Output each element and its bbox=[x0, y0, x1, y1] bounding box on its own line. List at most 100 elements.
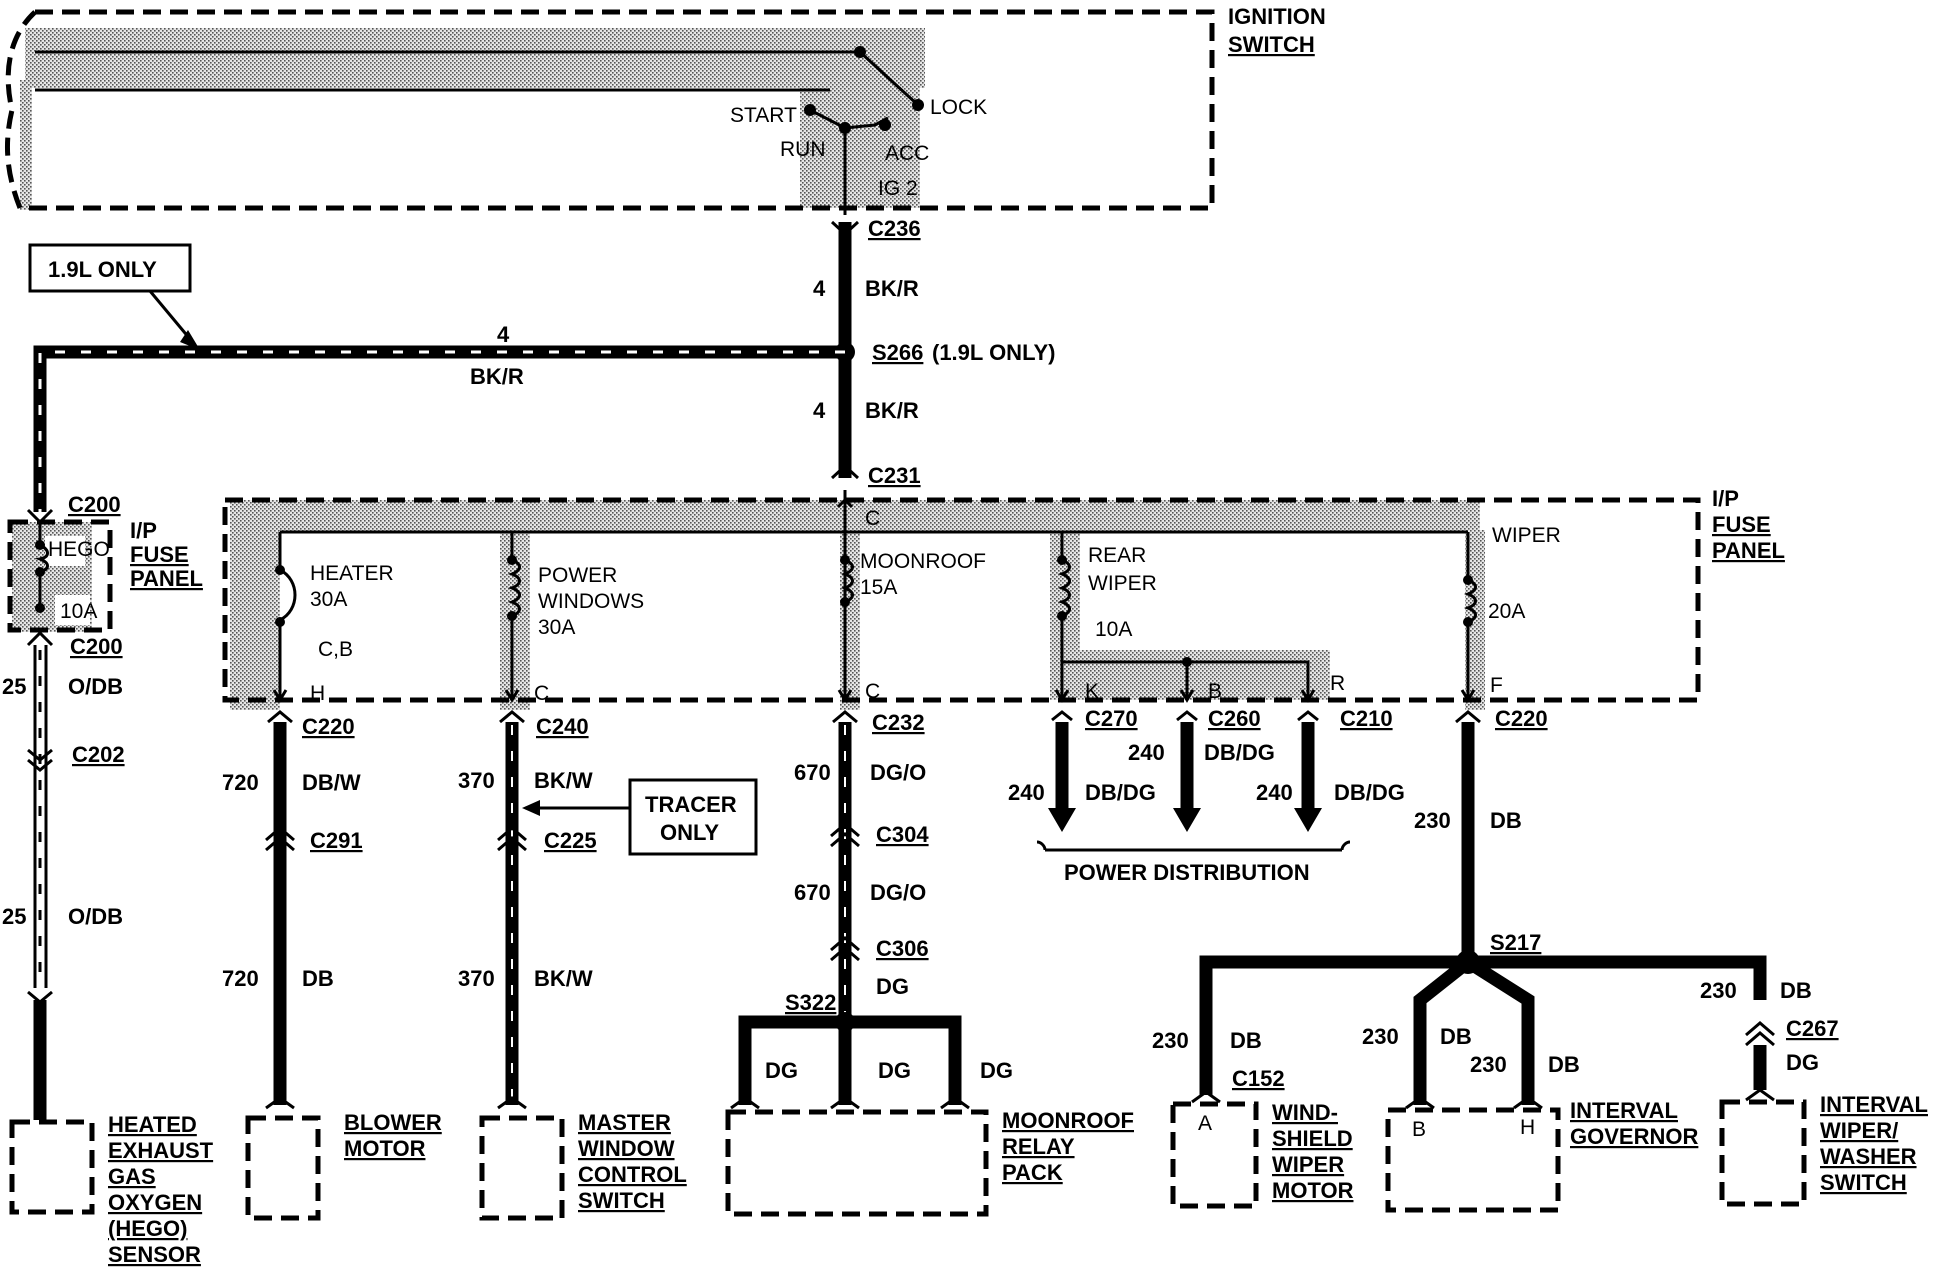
connector-c232: C232 bbox=[872, 710, 925, 735]
wire-color-label: DB/DG bbox=[1085, 780, 1156, 805]
fuse-wiper-rating: 20A bbox=[1488, 600, 1525, 623]
connector-c220: C220 bbox=[302, 714, 355, 739]
wire-circuit-label: 670 bbox=[794, 880, 831, 905]
left-fuse-panel-title: I/P bbox=[130, 518, 157, 543]
main-fuse-panel-title: I/P bbox=[1712, 486, 1739, 511]
left-fuse-panel-title-2: FUSE bbox=[130, 542, 189, 567]
splice-s217-label: S217 bbox=[1490, 930, 1541, 955]
component-hego-sensor: HEATED EXHAUST GAS OXYGEN (HEGO) SENSOR bbox=[9, 1112, 214, 1267]
connector-c236: C236 bbox=[868, 216, 921, 241]
fuse-power-windows-label: POWER bbox=[538, 564, 617, 587]
fuse-moonroof-pin: C bbox=[865, 680, 880, 703]
connector-c260: C260 bbox=[1208, 706, 1261, 731]
ignition-switch-title-2: SWITCH bbox=[1228, 32, 1315, 57]
interval-wiper-washer-switch-label-4: SWITCH bbox=[1820, 1170, 1907, 1195]
hego-sensor-label: HEATED bbox=[108, 1112, 197, 1137]
wire-circuit-label: 240 bbox=[1256, 780, 1293, 805]
ignition-acc-label: ACC bbox=[885, 142, 929, 165]
fuse-heater-rating: 30A bbox=[310, 588, 347, 611]
component-interval-governor: B H INTERVAL GOVERNOR bbox=[1385, 1098, 1698, 1213]
hego-circuit: C200 25 O/DB C202 25 O/DB bbox=[2, 630, 125, 1120]
moonroof-relay-pack-label: MOONROOF bbox=[1002, 1108, 1134, 1133]
ignition-ig2-label: IG 2 bbox=[878, 177, 918, 200]
fuse-power-windows-rating: 30A bbox=[538, 616, 575, 639]
blower-motor-label-2: MOTOR bbox=[344, 1136, 426, 1161]
ignition-switch-title: IGNITION bbox=[1228, 4, 1326, 29]
wire-color-label: BK/W bbox=[534, 966, 593, 991]
ignition-run-label: RUN bbox=[780, 138, 826, 161]
wire-circuit-label: 230 bbox=[1152, 1028, 1189, 1053]
ignition-lock-label: LOCK bbox=[930, 96, 987, 119]
connector-c220-b: C220 bbox=[1495, 706, 1548, 731]
fuse-rear-wiper-label-2: WIPER bbox=[1088, 572, 1157, 595]
left-fuse-panel-title-3: PANEL bbox=[130, 566, 203, 591]
wire-circuit-label: 720 bbox=[222, 966, 259, 991]
moonroof-relay-pack-label-2: RELAY bbox=[1002, 1134, 1075, 1159]
interval-governor-pin-b: B bbox=[1412, 1118, 1426, 1141]
connector-c210: C210 bbox=[1340, 706, 1393, 731]
fuse-wiper-label: WIPER bbox=[1492, 524, 1561, 547]
wire-circuit-label: 240 bbox=[1128, 740, 1165, 765]
wire-color-label: DB bbox=[1548, 1052, 1580, 1077]
splice-s322-label: S322 bbox=[785, 990, 836, 1015]
main-fuse-panel: I/P FUSE PANEL C HEATER 30A C,B H POWER … bbox=[222, 486, 1785, 710]
wire-circuit-label: 720 bbox=[222, 770, 259, 795]
wire-color-label: DG bbox=[765, 1058, 798, 1083]
wire-circuit-label: 230 bbox=[1414, 808, 1451, 833]
hego-sensor-label-6: SENSOR bbox=[108, 1242, 201, 1267]
master-window-switch-label: MASTER bbox=[578, 1110, 671, 1135]
main-fuse-panel-title-3: PANEL bbox=[1712, 538, 1785, 563]
fuse-rear-wiper-rating: 10A bbox=[1095, 618, 1132, 641]
hego-fuse-rating: 10A bbox=[60, 600, 97, 623]
windshield-wiper-motor-pin: A bbox=[1198, 1112, 1212, 1135]
connector-c231: C231 bbox=[868, 463, 921, 488]
wire-color-label: DB bbox=[1230, 1028, 1262, 1053]
connector-c200-bottom: C200 bbox=[70, 634, 123, 659]
wire-circuit-label: 240 bbox=[1008, 780, 1045, 805]
tracer-only-callout-2: ONLY bbox=[660, 820, 719, 845]
fuse-wiper-pin: F bbox=[1490, 674, 1503, 697]
ignition-switch: IGNITION SWITCH START LOCK RUN ACC IG 2 bbox=[5, 4, 1326, 215]
hego-sensor-label-4: OXYGEN bbox=[108, 1190, 202, 1215]
ignition-start-label: START bbox=[730, 104, 797, 127]
connector-c152: C152 bbox=[1232, 1066, 1285, 1091]
fuse-heater-pin: H bbox=[310, 682, 325, 705]
power-distribution-label: POWER DISTRIBUTION bbox=[1064, 860, 1310, 885]
only-19l-callout: 1.9L ONLY bbox=[48, 257, 157, 282]
fuse-power-windows-pin: C bbox=[534, 682, 549, 705]
wire-circuit-label: 230 bbox=[1470, 1052, 1507, 1077]
component-windshield-wiper-motor: A WIND- SHIELD WIPER MOTOR bbox=[1170, 1100, 1354, 1209]
main-feed: C236 4 BK/R S266 (1.9L ONLY) 4 BK/R C231… bbox=[28, 216, 1055, 512]
master-window-switch-label-2: WINDOW bbox=[578, 1136, 675, 1161]
wire-color-label: DB/W bbox=[302, 770, 361, 795]
wire-color-label: DG/O bbox=[870, 880, 926, 905]
hego-sensor-label-5: (HEGO) bbox=[108, 1216, 187, 1241]
wire-color-label: BK/R bbox=[865, 398, 919, 423]
hego-sensor-label-3: GAS bbox=[108, 1164, 156, 1189]
interval-governor-label-2: GOVERNOR bbox=[1570, 1124, 1698, 1149]
blower-circuit: C220 720 DB/W C291 720 DB bbox=[222, 710, 363, 1110]
wire-color-label: DG/O bbox=[870, 760, 926, 785]
wire-color-label: BK/R bbox=[470, 364, 524, 389]
wire-color-label: DB/DG bbox=[1204, 740, 1275, 765]
interval-governor-pin-h: H bbox=[1520, 1116, 1535, 1139]
hego-sensor-label-2: EXHAUST bbox=[108, 1138, 214, 1163]
wire-color-label: BK/R bbox=[865, 276, 919, 301]
fuse-rear-wiper-pin-k: K bbox=[1085, 680, 1099, 703]
connector-c240: C240 bbox=[536, 714, 589, 739]
splice-s322 bbox=[835, 1012, 855, 1032]
windshield-wiper-motor-label-2: SHIELD bbox=[1272, 1126, 1353, 1151]
power-distribution-circuit: C270 C260 C210 240 DB/DG 240 DB/DG 240 D… bbox=[1008, 706, 1405, 885]
interval-wiper-washer-switch-label-3: WASHER bbox=[1820, 1144, 1917, 1169]
moonroof-circuit: C232 670 DG/O C304 670 DG/O C306 DG S322… bbox=[730, 710, 1013, 1110]
wire-circuit-label: 370 bbox=[458, 966, 495, 991]
wire-circuit-label: 4 bbox=[813, 398, 826, 423]
wire-color-label: DB bbox=[1780, 978, 1812, 1003]
wire-color-label: DG bbox=[876, 974, 909, 999]
connector-c267: C267 bbox=[1786, 1016, 1839, 1041]
wire-color-label: BK/W bbox=[534, 768, 593, 793]
interval-wiper-washer-switch-label: INTERVAL bbox=[1820, 1092, 1928, 1117]
tracer-only-callout: TRACER bbox=[645, 792, 737, 817]
interval-wiper-washer-switch-label-2: WIPER/ bbox=[1820, 1118, 1898, 1143]
windshield-wiper-motor-label-4: MOTOR bbox=[1272, 1178, 1354, 1203]
